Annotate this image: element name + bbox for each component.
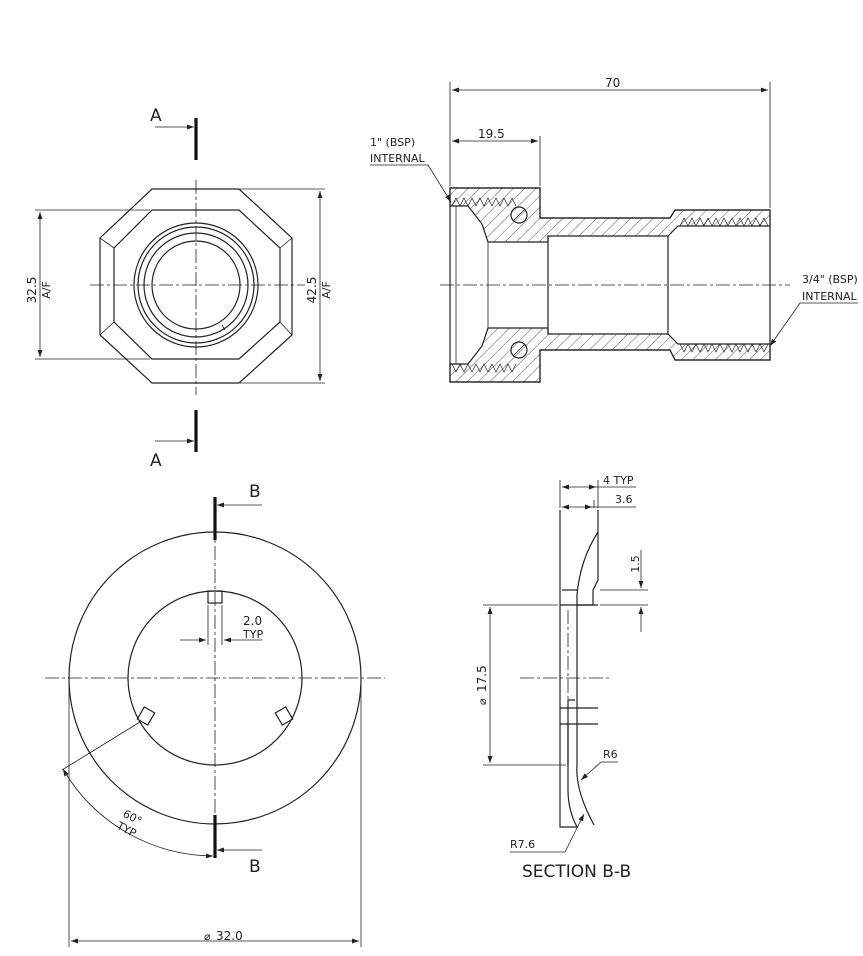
dim-thickness: 4 TYP [603,474,634,487]
section-label-a-top: A [150,106,162,126]
dim-af-small-value: 32.5 [25,277,39,304]
thread-out-size: 3/4" (BSP) [802,273,858,286]
radius-inner: R6 [603,748,618,761]
thread-left [451,197,517,373]
dim-length: 70 [605,76,620,90]
section-label-a-bottom: A [150,451,162,471]
dim-bore: 17.5 [475,665,489,692]
tab-left [136,706,156,726]
thread-out-type: INTERNAL [802,290,858,303]
radius-outer: R7.6 [510,838,535,851]
tab-right [274,706,294,726]
thread-in-size: 1" (BSP) [370,136,415,149]
dim-slot-value: 2.0 [243,614,262,628]
side-section-view [370,82,858,383]
dim-slot-typ: TYP [242,628,263,641]
dim-inner: 3.6 [615,493,633,506]
diameter-symbol-bb: ⌀ [476,698,489,705]
dim-af-large-unit: A/F [320,281,333,299]
front-view [35,118,325,452]
outer-hex [99,188,293,384]
thread-right [679,217,769,353]
dim-af-small-unit: A/F [40,281,53,299]
dim-step: 1.5 [629,555,642,573]
section-bb-view [483,480,648,853]
washer-view [45,497,385,947]
diameter-symbol: ⌀ [204,930,211,943]
dim-af-large-value: 42.5 [305,277,319,304]
section-label-b-top: B [249,482,261,502]
section-bb-title: SECTION B-B [522,862,631,882]
dim-diameter: 32.0 [216,929,243,943]
tab-top [207,590,223,604]
inner-hex [113,209,281,360]
dim-bore-depth: 19.5 [478,127,505,141]
section-label-b-bottom: B [249,857,261,877]
thread-in-type: INTERNAL [370,152,426,165]
lower-wall [449,327,771,383]
upper-wall [449,187,771,243]
